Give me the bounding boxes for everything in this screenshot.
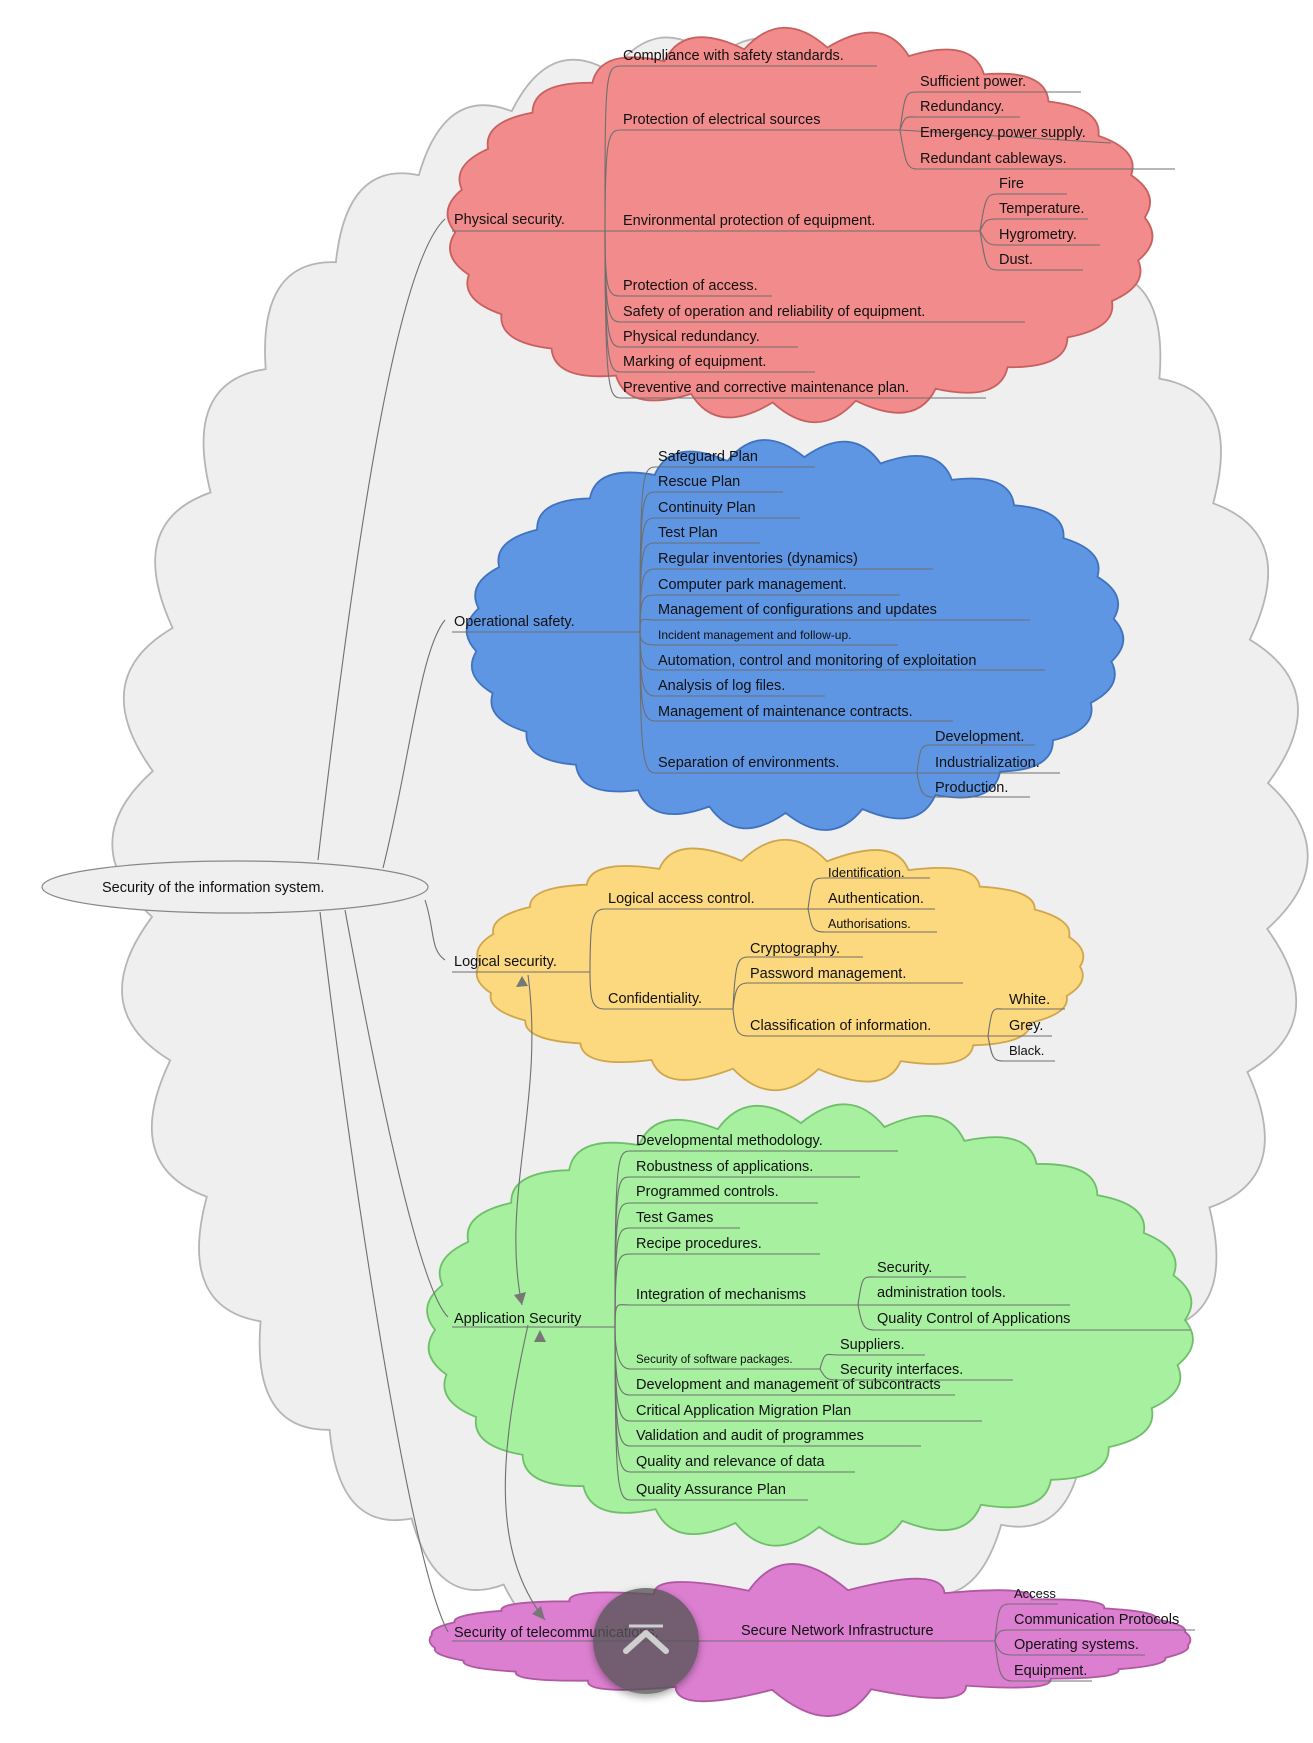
- logical-item[interactable]: Confidentiality.: [608, 991, 702, 1007]
- application-item[interactable]: Integration of mechanisms: [636, 1287, 806, 1303]
- classification-sub-item[interactable]: Black.: [1009, 1043, 1044, 1058]
- application-item[interactable]: Critical Application Migration Plan: [636, 1403, 851, 1419]
- electrical-sub-item[interactable]: Redundant cableways.: [920, 151, 1067, 167]
- logical-item[interactable]: Logical access control.: [608, 891, 755, 907]
- application-item[interactable]: Robustness of applications.: [636, 1159, 813, 1175]
- connector-lines: [317, 65, 1195, 1682]
- operational-item[interactable]: Test Plan: [658, 525, 718, 541]
- environment-sub-item[interactable]: Hygrometry.: [999, 227, 1077, 243]
- chevron-up-icon: [623, 1624, 669, 1654]
- integration-sub-item[interactable]: administration tools.: [877, 1285, 1006, 1301]
- integration-sub-item[interactable]: Quality Control of Applications: [877, 1311, 1070, 1327]
- scroll-top-button[interactable]: [593, 1588, 699, 1694]
- confidentiality-sub-item[interactable]: Cryptography.: [750, 941, 840, 957]
- operational-item[interactable]: Incident management and follow-up.: [658, 628, 851, 642]
- application-item[interactable]: Security of software packages.: [636, 1354, 793, 1366]
- application-branch: Application Security Developmental metho…: [454, 1133, 1070, 1498]
- application-item[interactable]: Quality and relevance of data: [636, 1454, 826, 1470]
- physical-item[interactable]: Marking of equipment.: [623, 354, 766, 370]
- application-item[interactable]: Quality Assurance Plan: [636, 1482, 786, 1498]
- logical-branch: Logical security. Logical access control…: [454, 865, 1050, 1058]
- application-item[interactable]: Developmental methodology.: [636, 1133, 823, 1149]
- operational-item[interactable]: Automation, control and monitoring of ex…: [658, 653, 976, 669]
- packages-sub-item[interactable]: Security interfaces.: [840, 1362, 963, 1378]
- network-sub-item[interactable]: Access: [1014, 1586, 1056, 1601]
- physical-item[interactable]: Preventive and corrective maintenance pl…: [623, 380, 909, 396]
- operational-item[interactable]: Continuity Plan: [658, 500, 756, 516]
- classification-sub-item[interactable]: White.: [1009, 992, 1050, 1008]
- logical-cloud: [475, 839, 1085, 1091]
- application-item[interactable]: Recipe procedures.: [636, 1236, 762, 1252]
- physical-item[interactable]: Protection of access.: [623, 278, 758, 294]
- confidentiality-sub-item[interactable]: Classification of information.: [750, 1018, 931, 1034]
- separation-sub-item[interactable]: Industrialization.: [935, 755, 1040, 771]
- application-item[interactable]: Programmed controls.: [636, 1184, 779, 1200]
- network-sub-item[interactable]: Equipment.: [1014, 1663, 1087, 1679]
- network-sub-item[interactable]: Communication Protocols: [1014, 1612, 1179, 1628]
- operational-cloud: [465, 439, 1125, 831]
- operational-label[interactable]: Operational safety.: [454, 614, 575, 630]
- physical-label[interactable]: Physical security.: [454, 212, 565, 228]
- physical-item[interactable]: Physical redundancy.: [623, 329, 760, 345]
- separation-sub-item[interactable]: Development.: [935, 729, 1024, 745]
- electrical-sub-item[interactable]: Emergency power supply.: [920, 125, 1086, 141]
- logical-label[interactable]: Logical security.: [454, 954, 557, 970]
- classification-sub-item[interactable]: Grey.: [1009, 1018, 1043, 1034]
- physical-cloud: [446, 26, 1154, 424]
- application-item[interactable]: Test Games: [636, 1210, 713, 1226]
- network-sub-item[interactable]: Operating systems.: [1014, 1637, 1139, 1653]
- physical-item[interactable]: Environmental protection of equipment.: [623, 213, 875, 229]
- central-label: Security of the information system.: [102, 880, 324, 896]
- operational-item[interactable]: Analysis of log files.: [658, 678, 785, 694]
- operational-item[interactable]: Safeguard Plan: [658, 449, 758, 465]
- operational-item[interactable]: Rescue Plan: [658, 474, 740, 490]
- operational-branch: Operational safety. Safeguard Plan Rescu…: [454, 449, 1040, 796]
- physical-item[interactable]: Compliance with safety standards.: [623, 48, 844, 64]
- integration-sub-item[interactable]: Security.: [877, 1260, 932, 1276]
- separation-sub-item[interactable]: Production.: [935, 780, 1008, 796]
- environment-sub-item[interactable]: Fire: [999, 176, 1024, 192]
- operational-item[interactable]: Management of maintenance contracts.: [658, 704, 913, 720]
- environment-sub-item[interactable]: Temperature.: [999, 201, 1084, 217]
- operational-item[interactable]: Regular inventories (dynamics): [658, 551, 858, 567]
- electrical-sub-item[interactable]: Redundancy.: [920, 99, 1004, 115]
- access-sub-item[interactable]: Authorisations.: [828, 917, 911, 931]
- access-sub-item[interactable]: Authentication.: [828, 891, 924, 907]
- environment-sub-item[interactable]: Dust.: [999, 252, 1033, 268]
- access-sub-item[interactable]: Identification.: [828, 865, 905, 880]
- application-item[interactable]: Validation and audit of programmes: [636, 1428, 864, 1444]
- confidentiality-sub-item[interactable]: Password management.: [750, 966, 906, 982]
- telecom-item[interactable]: Secure Network Infrastructure: [741, 1623, 934, 1639]
- application-item[interactable]: Development and management of subcontrac…: [636, 1377, 941, 1393]
- electrical-sub-item[interactable]: Sufficient power.: [920, 74, 1026, 90]
- physical-branch: Physical security. Compliance with safet…: [454, 48, 1086, 396]
- operational-item[interactable]: Separation of environments.: [658, 755, 839, 771]
- packages-sub-item[interactable]: Suppliers.: [840, 1337, 904, 1353]
- physical-item[interactable]: Safety of operation and reliability of e…: [623, 304, 925, 320]
- central-node[interactable]: [41, 860, 429, 914]
- operational-item[interactable]: Management of configurations and updates: [658, 602, 937, 618]
- application-label[interactable]: Application Security: [454, 1311, 582, 1327]
- operational-item[interactable]: Computer park management.: [658, 577, 847, 593]
- physical-item[interactable]: Protection of electrical sources: [623, 112, 820, 128]
